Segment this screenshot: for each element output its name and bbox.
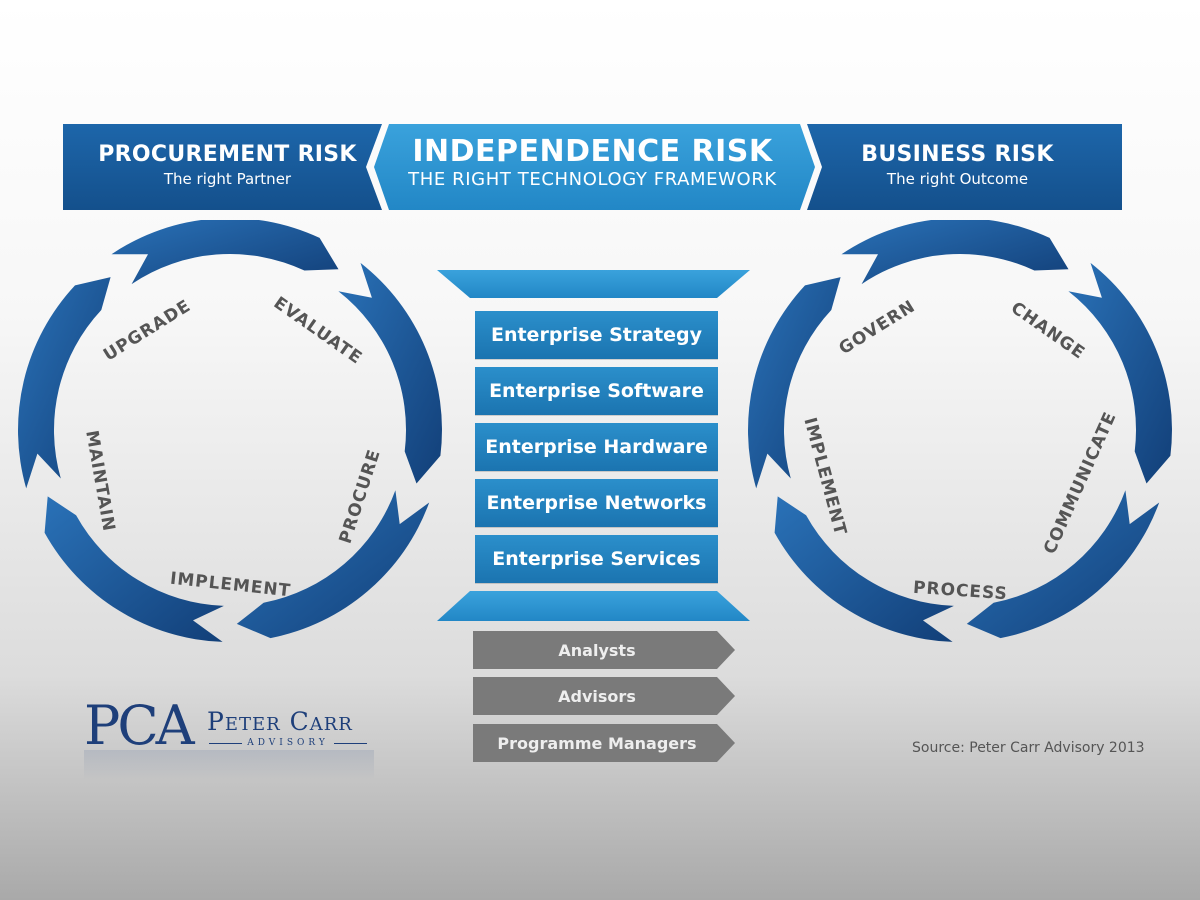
- banner-center: INDEPENDENCE RISK THE RIGHT TECHNOLOGY F…: [390, 134, 795, 190]
- role-analysts: Analysts: [473, 631, 735, 669]
- banner-left: PROCUREMENT RISK The right Partner: [95, 142, 360, 188]
- left-cycle-implement: IMPLEMENT: [169, 569, 292, 602]
- left-cycle: UPGRADE EVALUATE PROCURE IMPLEMENT MAINT…: [18, 220, 442, 642]
- framework-item-services: Enterprise Services: [475, 535, 718, 583]
- banner-right: BUSINESS RISK The right Outcome: [830, 142, 1085, 188]
- left-cycle-upgrade: UPGRADE: [100, 296, 195, 366]
- logo-initials: PCA: [84, 694, 195, 757]
- banner-left-shape: [63, 124, 382, 210]
- logo-tagline: ADVISORY: [204, 738, 372, 748]
- risk-banner: [63, 124, 1122, 210]
- independence-risk-subtitle: THE RIGHT TECHNOLOGY FRAMEWORK: [408, 169, 777, 190]
- banner-center-shape: [374, 124, 815, 210]
- cycle-arrow-segment: [748, 277, 841, 489]
- procurement-risk-title: PROCUREMENT RISK: [98, 142, 357, 167]
- cycle-arrow-segment: [774, 496, 954, 642]
- cycle-arrow-segment: [44, 496, 224, 642]
- business-risk-subtitle: The right Outcome: [886, 170, 1029, 188]
- right-cycle-govern: GOVERN: [836, 296, 920, 359]
- cycle-arrow-segment: [1068, 262, 1172, 484]
- framework-bottom-cap: [437, 591, 750, 621]
- cycle-arrow-segment: [966, 490, 1160, 639]
- framework-item-software: Enterprise Software: [475, 367, 718, 415]
- right-cycle-process: PROCESS: [912, 578, 1008, 605]
- left-cycle-ring: [18, 220, 442, 642]
- right-cycle-ring: [748, 220, 1172, 642]
- logo-reflection: [84, 750, 374, 780]
- right-cycle: GOVERN CHANGE COMMUNICATE PROCESS IMPLEM…: [748, 220, 1172, 642]
- source-note: Source: Peter Carr Advisory 2013: [912, 740, 1145, 756]
- left-cycle-evaluate: EVALUATE: [270, 293, 366, 369]
- cycle-arrow-segment: [111, 220, 339, 285]
- left-cycle-maintain: MAINTAIN: [81, 429, 119, 534]
- role-programme-managers: Programme Managers: [473, 724, 735, 762]
- cycle-arrow-segment: [18, 277, 111, 489]
- framework-item-strategy: Enterprise Strategy: [475, 311, 718, 359]
- banner-right-shape: [807, 124, 1122, 210]
- role-advisors-label: Advisors: [558, 686, 636, 706]
- independence-risk-title: INDEPENDENCE RISK: [412, 134, 773, 169]
- procurement-risk-subtitle: The right Partner: [163, 170, 292, 188]
- role-advisors: Advisors: [473, 677, 735, 715]
- framework-item-networks: Enterprise Networks: [475, 479, 718, 527]
- role-programme-managers-label: Programme Managers: [497, 733, 697, 753]
- role-analysts-label: Analysts: [558, 640, 636, 660]
- cycle-arrow-segment: [841, 220, 1069, 285]
- framework-top-cap: [437, 270, 750, 298]
- framework-item-hardware: Enterprise Hardware: [475, 423, 718, 471]
- cycle-arrow-segment: [236, 490, 430, 639]
- cycle-arrow-segment: [338, 262, 442, 484]
- logo-name: Peter Carr: [207, 707, 353, 736]
- business-risk-title: BUSINESS RISK: [861, 142, 1054, 167]
- right-cycle-change: CHANGE: [1007, 298, 1089, 364]
